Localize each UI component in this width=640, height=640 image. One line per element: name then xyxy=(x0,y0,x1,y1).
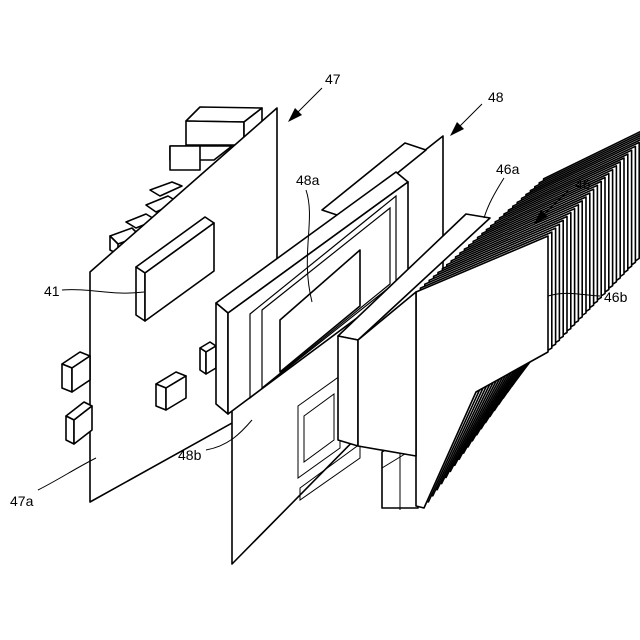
label-41: 41 xyxy=(44,283,60,299)
label-46: 46 xyxy=(575,176,591,192)
label-46a: 46a xyxy=(496,161,520,177)
label-48a: 48a xyxy=(296,172,320,188)
label-47a: 47a xyxy=(10,493,34,509)
label-46b: 46b xyxy=(604,289,628,305)
small-pin-block xyxy=(200,342,216,374)
label-48b: 48b xyxy=(178,447,202,463)
heatsink-fins-46b xyxy=(416,123,640,508)
label-47: 47 xyxy=(325,71,341,87)
board-left-connectors xyxy=(62,352,92,444)
label-48: 48 xyxy=(488,89,504,105)
